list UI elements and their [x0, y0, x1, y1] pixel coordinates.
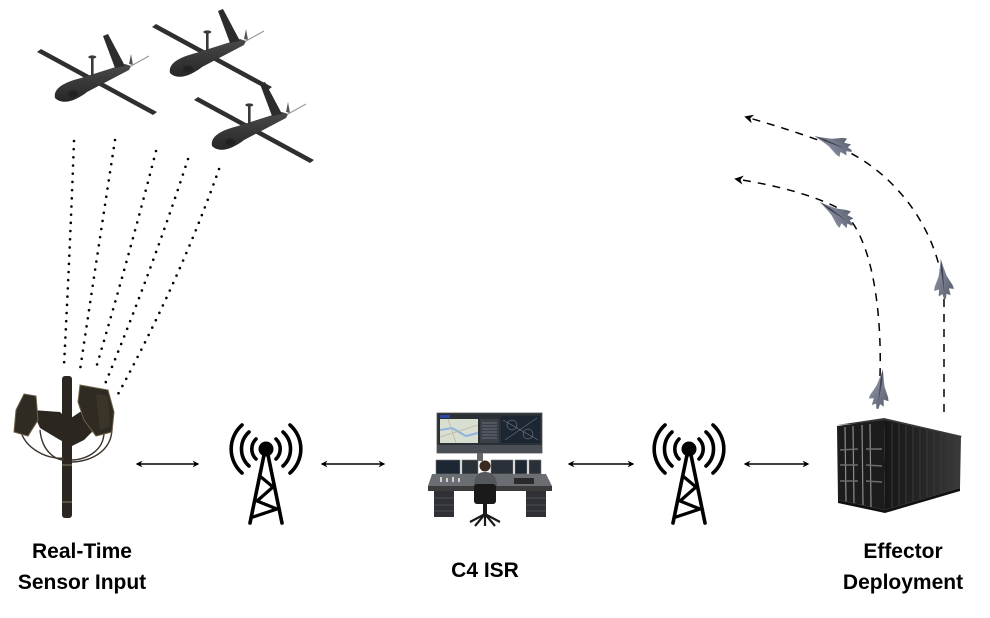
interceptor-jet-icon [930, 258, 955, 300]
sensor-node-label: Real-Time Sensor Input [0, 536, 164, 598]
uav-drones [36, 8, 315, 164]
uav-drone-icon [151, 8, 273, 91]
interceptors [810, 126, 955, 411]
uav-drone-icon [36, 33, 158, 116]
dashed-trajectory-arrow [734, 175, 881, 377]
sensor-beam [78, 138, 117, 372]
c4isr-node-label: C4 ISR [405, 555, 565, 586]
sensor-label-line-1: Real-Time [32, 540, 132, 563]
dashed-trajectory-arrow [744, 114, 945, 412]
radio-tower-icon [652, 423, 726, 525]
sensor-beams [62, 138, 221, 398]
effector-node-label: Effector Deployment [818, 536, 988, 598]
sensor-beam [62, 139, 76, 367]
radio-tower-icon [229, 423, 303, 525]
sensor-label-line-2: Sensor Input [17, 571, 147, 594]
command-console-icon [428, 412, 552, 527]
sensor-beam [94, 149, 158, 370]
c4isr-label-line-1: C4 ISR [451, 559, 519, 582]
effector-label-line-2: Deployment [842, 571, 964, 594]
effector-label-line-1: Effector [863, 540, 943, 563]
sensor-beam [115, 167, 221, 398]
interceptor-trajectories [734, 114, 945, 412]
shipping-container-icon [837, 418, 962, 513]
sensor-mast-icon [13, 376, 115, 518]
interceptor-jet-icon [810, 126, 856, 161]
uav-drone-icon [193, 81, 315, 164]
sensor-beam [103, 157, 190, 386]
